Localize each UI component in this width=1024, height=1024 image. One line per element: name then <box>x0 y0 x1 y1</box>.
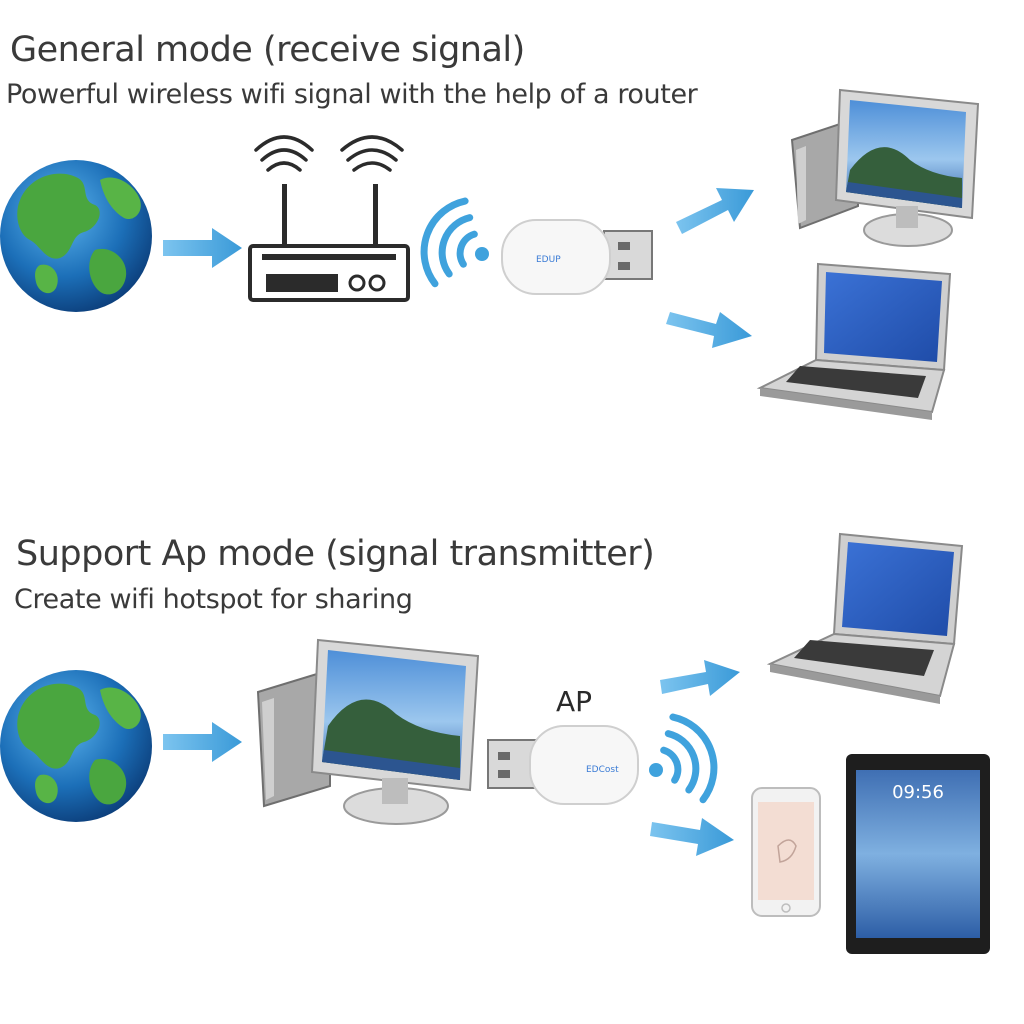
laptop-icon <box>766 532 964 704</box>
wifi-signal-icon <box>649 713 718 804</box>
tablet-clock: 09:56 <box>892 782 944 803</box>
ap-label: AP <box>556 685 593 718</box>
ap-mode-subtitle: Create wifi hotspot for sharing <box>14 584 413 615</box>
ap-mode-title: Support Ap mode (signal transmitter) <box>16 534 655 574</box>
smartphone-icon <box>751 787 821 917</box>
tablet-icon: 09:56 <box>846 754 990 954</box>
router-icon <box>248 135 410 302</box>
usb-wifi-adapter-icon: EDCost <box>487 725 639 805</box>
arrow-icon <box>666 312 752 348</box>
wifi-signal-icon <box>420 197 489 288</box>
ap-mode-section: Support Ap mode (signal transmitter) Cre… <box>0 500 1024 1024</box>
usb-wifi-adapter-icon: EDUP <box>501 219 653 295</box>
desktop-computer-icon <box>256 638 480 825</box>
laptop-icon <box>756 262 952 420</box>
adapter-brand-text: EDUP <box>536 255 561 265</box>
ap-mode-illustration: EDCost <box>0 532 990 954</box>
general-mode-title: General mode (receive signal) <box>10 30 525 70</box>
adapter-brand-text: EDCost <box>586 765 619 775</box>
general-mode-illustration: EDUP <box>0 88 980 420</box>
arrow-icon <box>163 722 242 762</box>
globe-icon <box>0 670 152 822</box>
arrow-icon <box>163 228 242 268</box>
general-mode-section: General mode (receive signal) Powerful w… <box>0 0 1024 500</box>
desktop-computer-icon <box>790 88 980 247</box>
arrow-icon <box>650 818 734 856</box>
globe-icon <box>0 160 152 312</box>
arrow-icon <box>660 660 740 696</box>
arrow-icon <box>676 188 754 234</box>
general-mode-subtitle: Powerful wireless wifi signal with the h… <box>6 79 698 110</box>
